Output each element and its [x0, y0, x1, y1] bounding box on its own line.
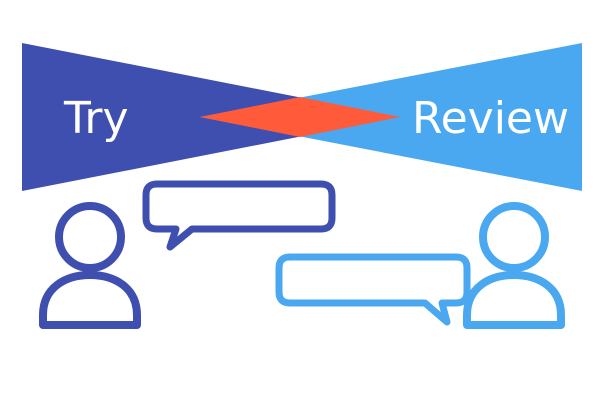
review-label: Review — [412, 93, 569, 144]
overlap-diamond — [200, 97, 400, 137]
left-person-body — [39, 271, 141, 329]
try-label: Try — [63, 93, 129, 144]
right-speech-bubble-icon — [275, 253, 471, 326]
right-person-body — [463, 271, 565, 329]
right-person-icon — [463, 202, 565, 329]
left-person-icon — [39, 202, 141, 329]
left-speech-bubble-icon — [142, 180, 336, 251]
right-person-head — [479, 202, 549, 272]
left-person-head — [55, 202, 125, 272]
